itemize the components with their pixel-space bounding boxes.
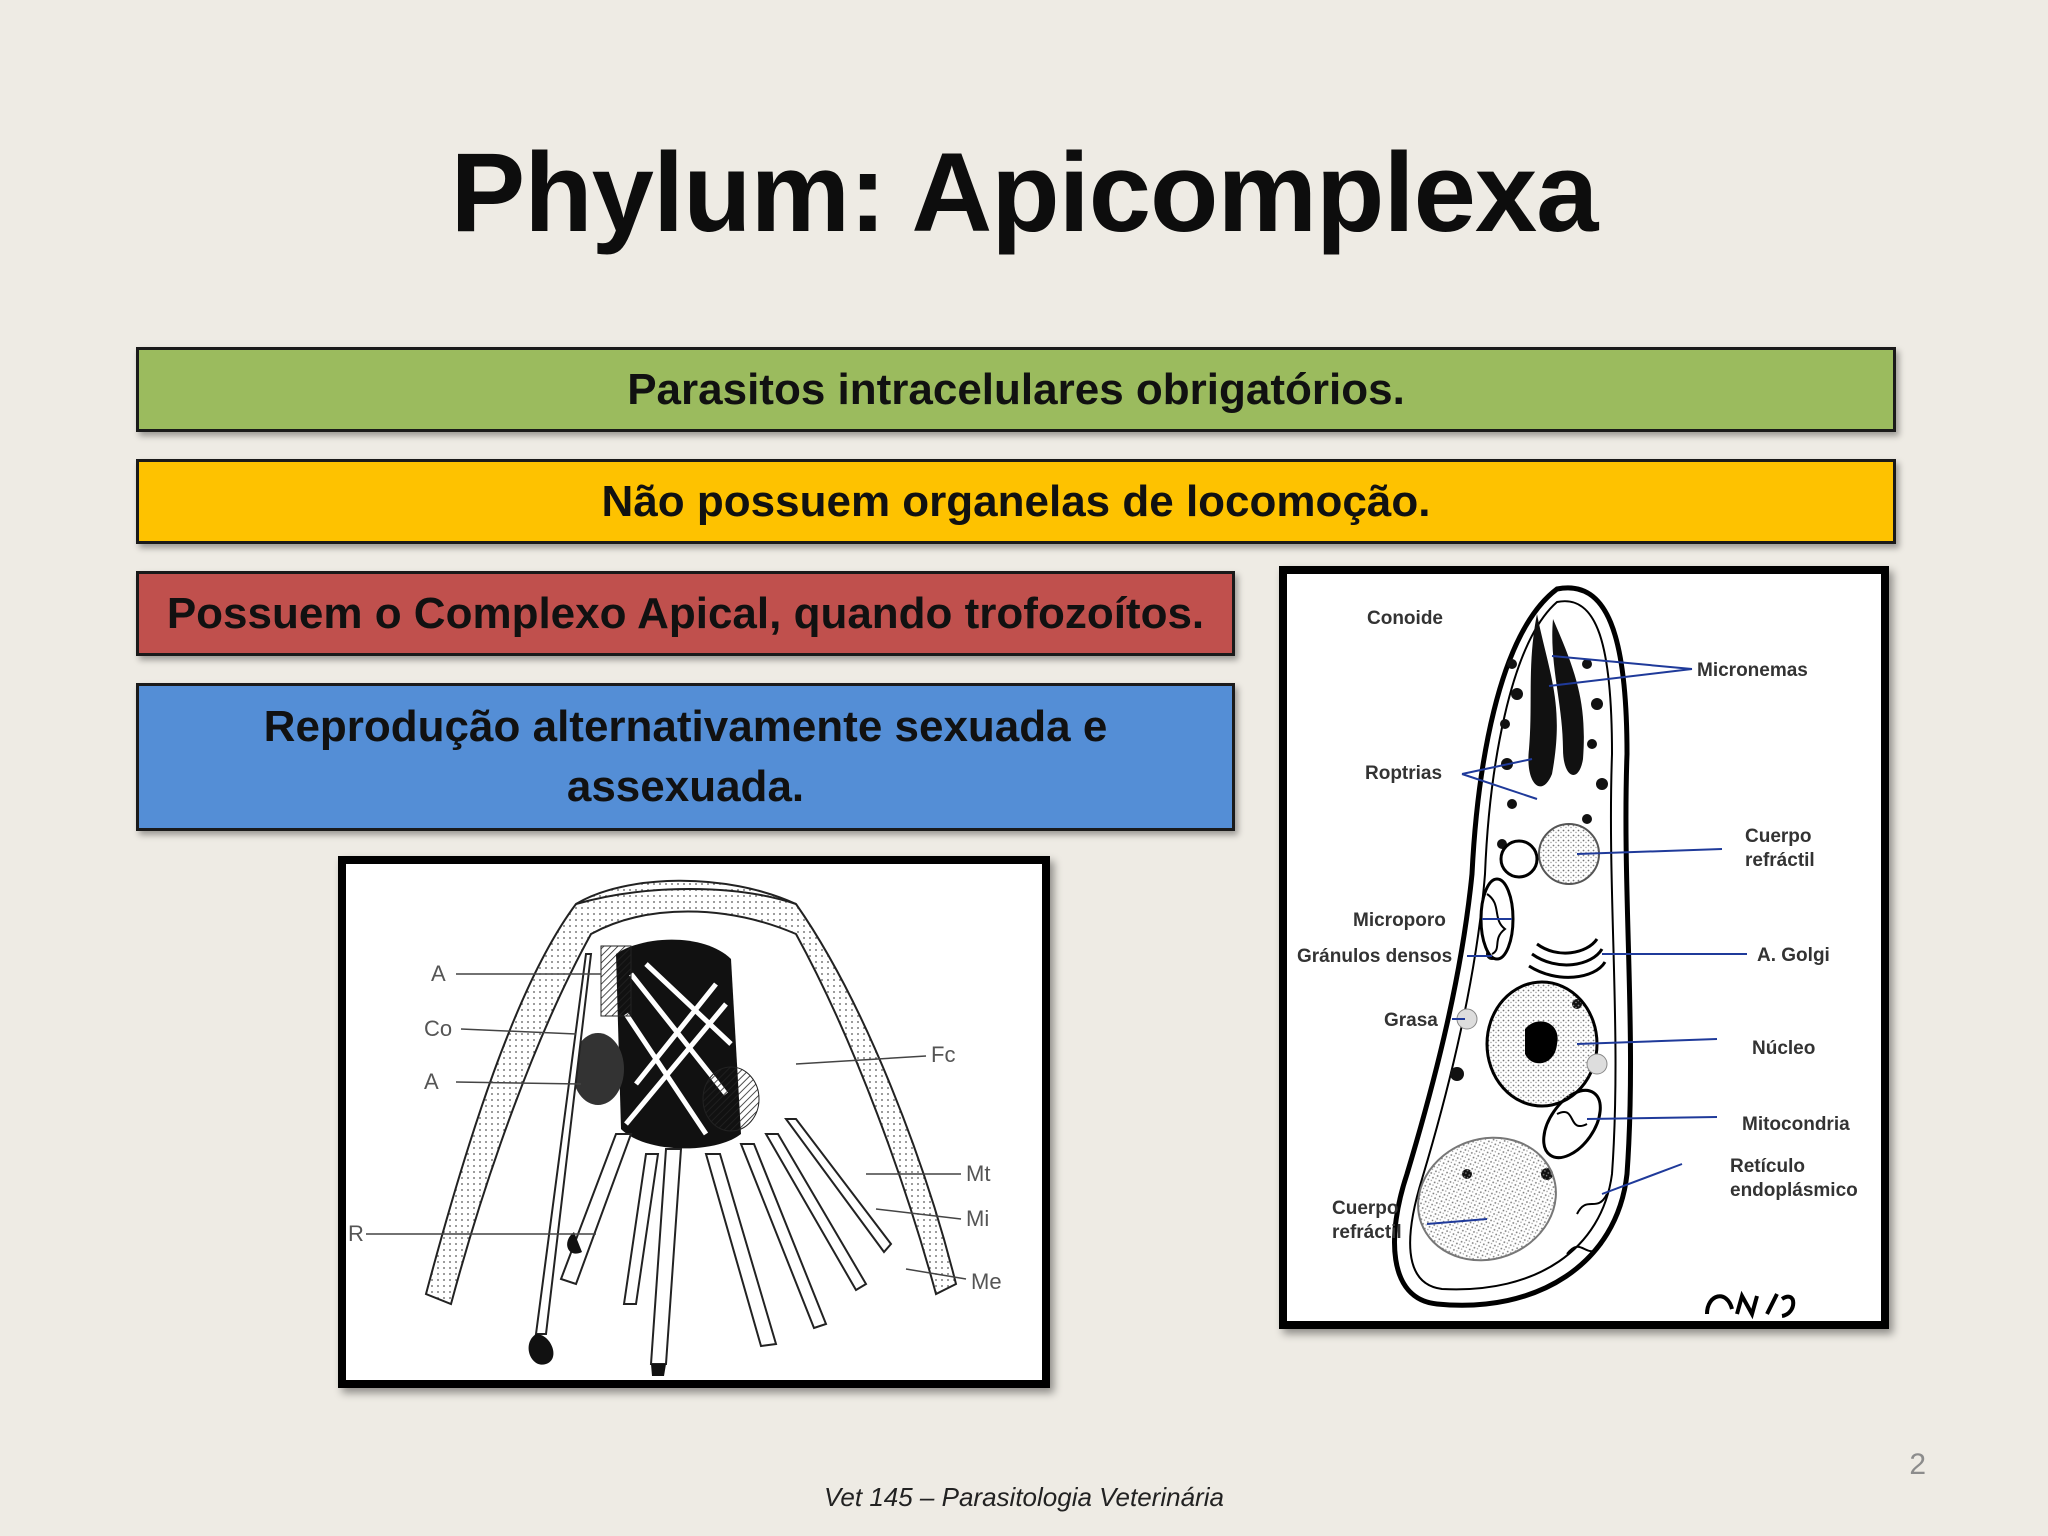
label-conoide: Conoide <box>1367 608 1443 629</box>
label-fc: Fc <box>931 1042 955 1067</box>
slide-title: Phylum: Apicomplexa <box>450 130 1599 255</box>
label-a1: A <box>431 961 446 986</box>
label-cuerpo-refractil-2: Cuerpo <box>1332 1198 1399 1219</box>
label-microporo: Microporo <box>1353 910 1446 931</box>
apical-complex-illustration: A Co A R Fc Mt Mi Me <box>338 856 1050 1388</box>
label-mt: Mt <box>966 1161 990 1186</box>
illustrator-signature <box>1705 1290 1796 1320</box>
page-number: 2 <box>1909 1448 1926 1481</box>
info-box-no-locomotion: Não possuem organelas de locomoção. <box>136 459 1896 544</box>
label-grasa: Grasa <box>1384 1010 1438 1031</box>
label-roptrias: Roptrias <box>1365 763 1442 784</box>
label-endoplasmico: endoplásmico <box>1730 1180 1858 1201</box>
info-box-obligate-parasites: Parasitos intracelulares obrigatórios. <box>136 347 1896 432</box>
label-cuerpo-refractil-2b: refráctil <box>1332 1222 1402 1243</box>
label-a2: A <box>424 1069 439 1094</box>
label-mitocondria: Mitocondria <box>1742 1114 1850 1135</box>
label-cuerpo-refractil-1: Cuerpo <box>1745 826 1812 847</box>
label-reticulo: Retículo <box>1730 1156 1805 1177</box>
label-nucleo: Núcleo <box>1752 1038 1815 1059</box>
slide-footer: Vet 145 – Parasitologia Veterinária <box>824 1482 1224 1512</box>
label-r: R <box>348 1221 364 1246</box>
info-box-reproduction: Reprodução alternativamente sexuada e as… <box>136 683 1235 831</box>
label-granulos-densos: Gránulos densos <box>1297 946 1452 967</box>
label-me: Me <box>971 1269 1002 1294</box>
apicomplexa-cell-diagram: Conoide Micronemas Roptrias Cuerpo refrá… <box>1279 566 1889 1329</box>
label-cuerpo-refractil-1b: refráctil <box>1745 850 1815 871</box>
label-golgi: A. Golgi <box>1757 945 1830 966</box>
label-mi: Mi <box>966 1206 989 1231</box>
label-micronemas: Micronemas <box>1697 660 1808 681</box>
label-co: Co <box>424 1016 452 1041</box>
info-box-apical-complex: Possuem o Complexo Apical, quando trofoz… <box>136 571 1235 656</box>
